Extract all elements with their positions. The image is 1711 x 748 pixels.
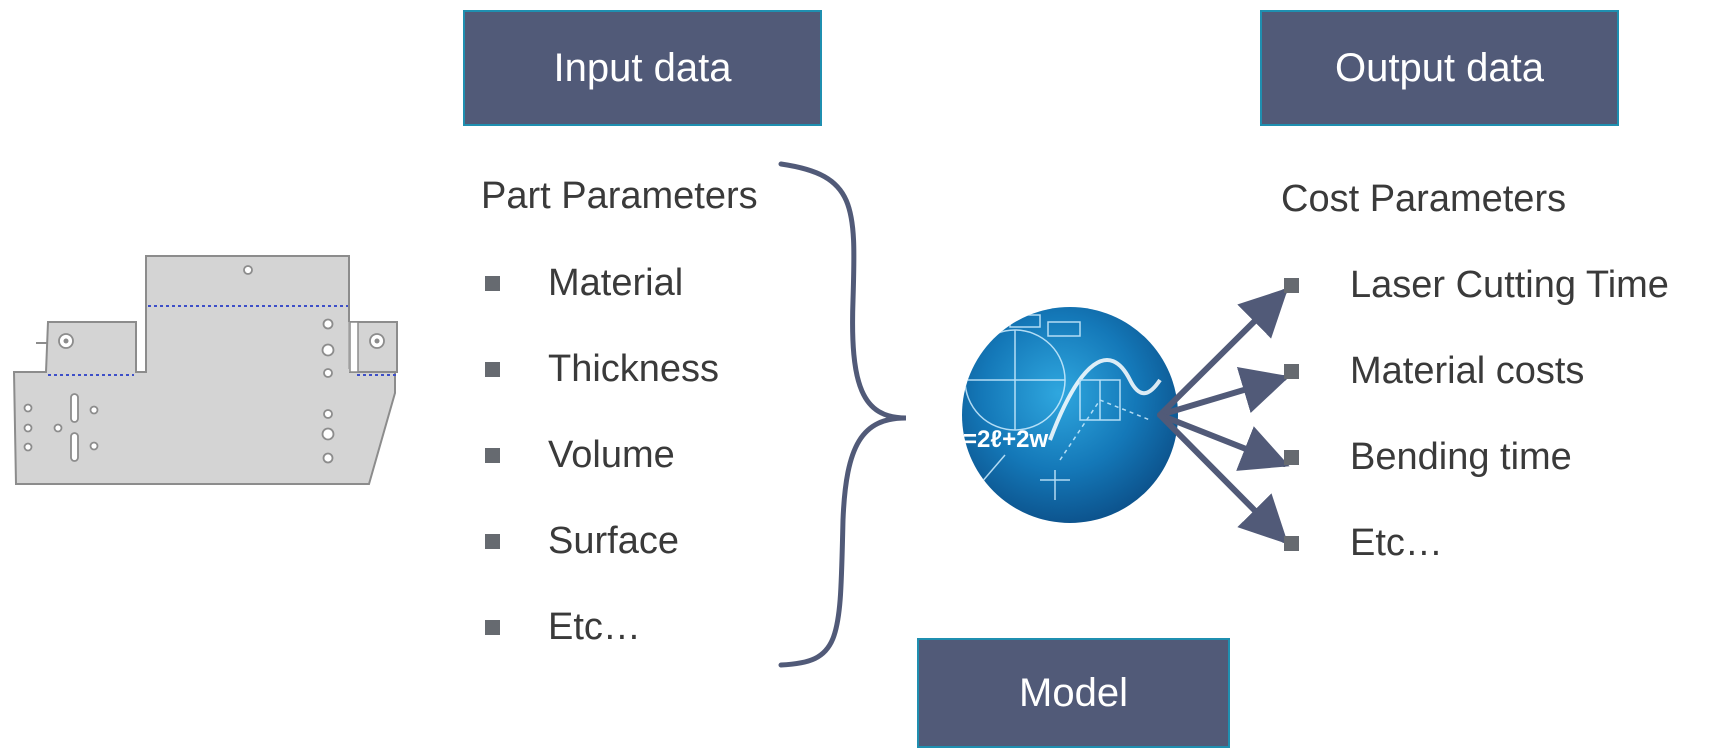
arrow-etc: [1157, 412, 1289, 545]
model-formula-icon: P=2ℓ+2w: [947, 307, 1178, 523]
list-item-label: Bending time: [1350, 436, 1572, 478]
model-formula-text: P=2ℓ+2w: [947, 426, 1048, 453]
square-bullet-icon: [1284, 536, 1299, 551]
output-data-label: Output data: [1334, 45, 1545, 90]
list-item-label: Material: [548, 262, 684, 304]
list-item-label: Etc…: [548, 606, 641, 648]
cost-parameters-title: Cost Parameters: [1281, 178, 1567, 220]
list-item-etc: Etc…: [1284, 522, 1443, 565]
input-brace: [778, 161, 907, 668]
model-header: Model: [917, 638, 1230, 748]
output-data-header: Output data: [1260, 10, 1619, 126]
arrow-material-costs: [1157, 367, 1290, 418]
list-item-thickness: Thickness: [485, 348, 719, 391]
list-item-label: Volume: [548, 434, 675, 476]
square-bullet-icon: [1284, 278, 1299, 293]
list-item-material-costs: Material costs: [1284, 350, 1584, 393]
square-bullet-icon: [485, 534, 500, 549]
arrow-bending-time: [1157, 412, 1290, 471]
list-item-label: Thickness: [548, 348, 720, 390]
square-bullet-icon: [485, 620, 500, 635]
arrow-laser-cutting: [1157, 287, 1289, 418]
list-item-label: Etc…: [1350, 522, 1443, 564]
square-bullet-icon: [485, 362, 500, 377]
square-bullet-icon: [1284, 450, 1299, 465]
square-bullet-icon: [485, 448, 500, 463]
list-item-volume: Volume: [485, 434, 675, 477]
model-label: Model: [1019, 670, 1128, 715]
list-item-laser-cutting-time: Laser Cutting Time: [1284, 264, 1669, 307]
list-item-bending-time: Bending time: [1284, 436, 1572, 479]
output-arrows: [1157, 287, 1290, 545]
list-item-label: Material costs: [1350, 350, 1585, 392]
part-parameters-title: Part Parameters: [481, 175, 758, 217]
input-data-label: Input data: [553, 45, 732, 90]
input-data-header: Input data: [463, 10, 822, 126]
list-item-label: Laser Cutting Time: [1350, 264, 1669, 306]
list-item-label: Surface: [548, 520, 679, 562]
list-item-material: Material: [485, 262, 683, 305]
square-bullet-icon: [485, 276, 500, 291]
list-item-surface: Surface: [485, 520, 679, 563]
square-bullet-icon: [1284, 364, 1299, 379]
list-item-etc: Etc…: [485, 606, 641, 649]
part-drawing-icon: [12, 255, 398, 485]
